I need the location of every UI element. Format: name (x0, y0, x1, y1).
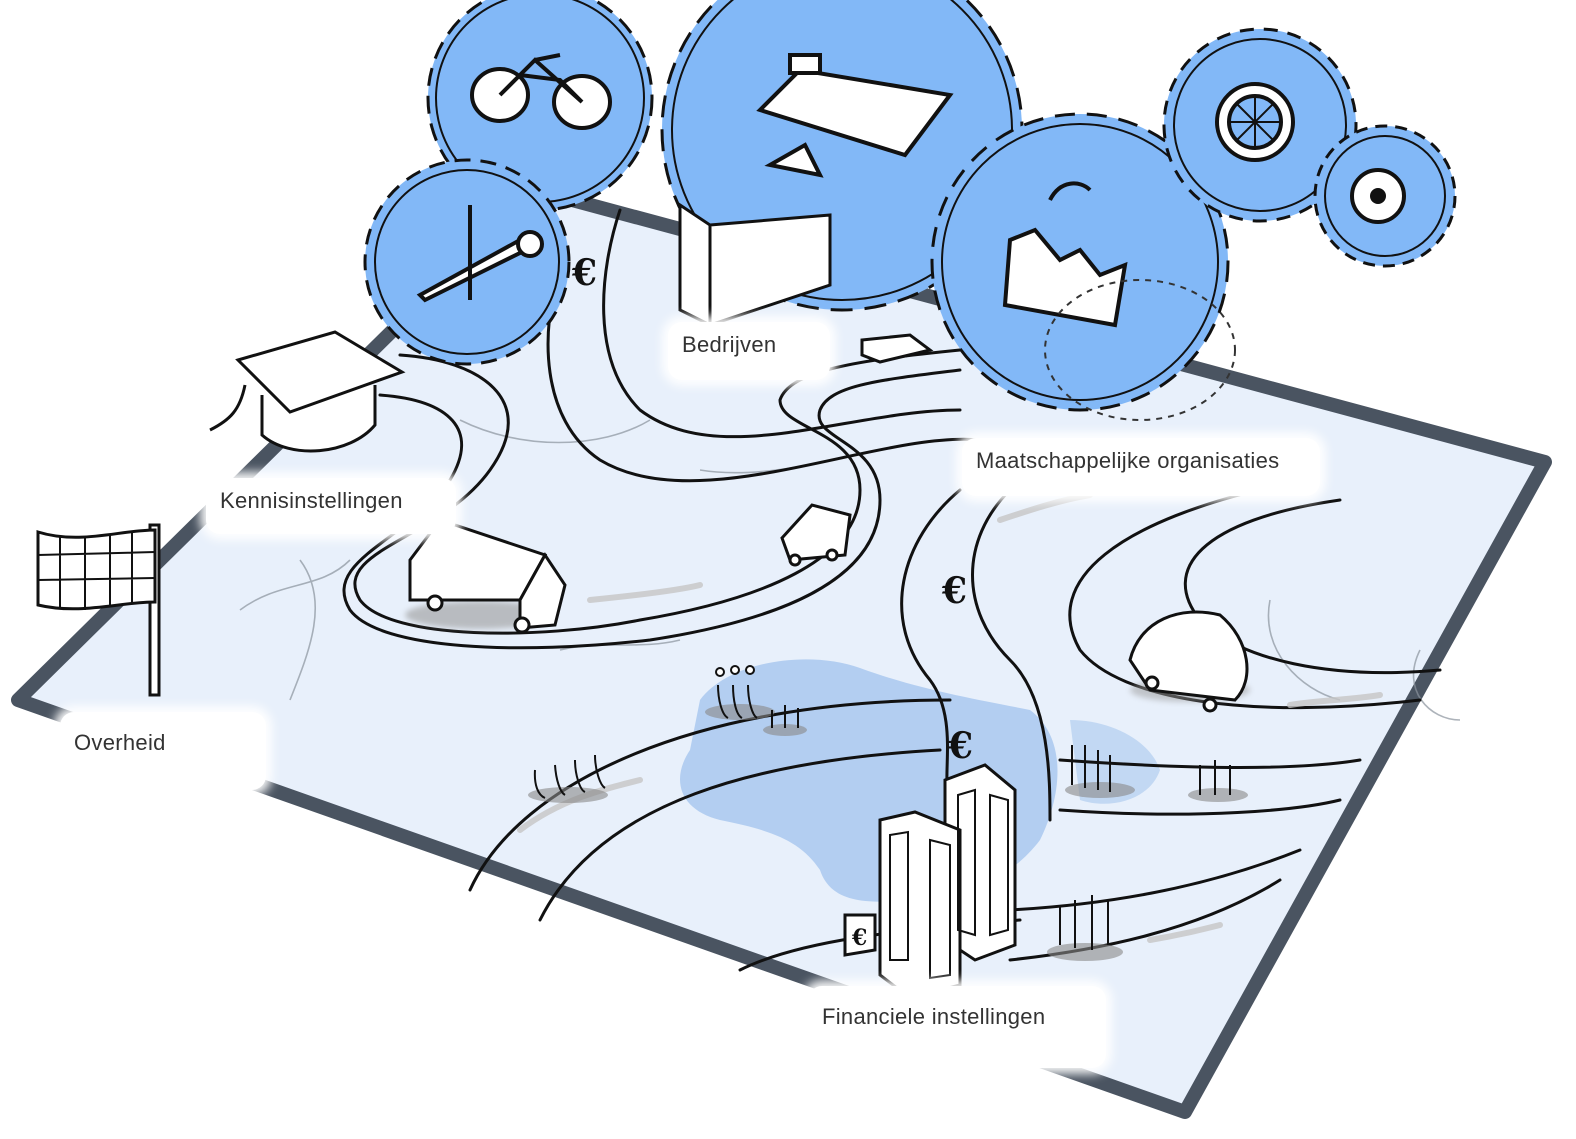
label-overheid: Overheid (60, 712, 266, 790)
bicycle-icon (470, 53, 612, 130)
graduation-cap-icon (209, 330, 406, 453)
euro-icon: € (571, 252, 597, 294)
gear-small (1313, 124, 1457, 268)
wheel-icon (1215, 82, 1295, 162)
label-maatschappelijke-organisaties: Maatschappelijke organisaties (962, 438, 1320, 496)
truck-icon (405, 518, 567, 634)
gear-small-icon (1350, 168, 1406, 224)
euro-icon: € (851, 925, 867, 951)
van-icon (780, 503, 852, 567)
company-building (678, 202, 832, 328)
tools-icon (416, 205, 544, 303)
car-icon (1128, 610, 1250, 713)
label-bedrijven: Bedrijven (668, 322, 830, 380)
factory-icon (1002, 181, 1128, 328)
gear-factory (930, 112, 1236, 421)
office-building-icon (843, 763, 1017, 1000)
euro-icon: € (941, 570, 967, 612)
monitor-icon (756, 53, 954, 178)
label-kennisinstellingen: Kennisinstellingen (206, 478, 456, 534)
flag-icon (36, 523, 161, 697)
small-truck-icon (860, 333, 934, 364)
gear-wheel (1162, 27, 1358, 223)
gear-bicycle (426, 0, 654, 212)
label-financiele-instellingen: Financiele instellingen (808, 986, 1106, 1068)
euro-icon: € (947, 725, 973, 767)
gear-tools (363, 158, 571, 366)
people-group-icon (528, 665, 1248, 961)
euro-icons: € € € € (571, 252, 973, 951)
